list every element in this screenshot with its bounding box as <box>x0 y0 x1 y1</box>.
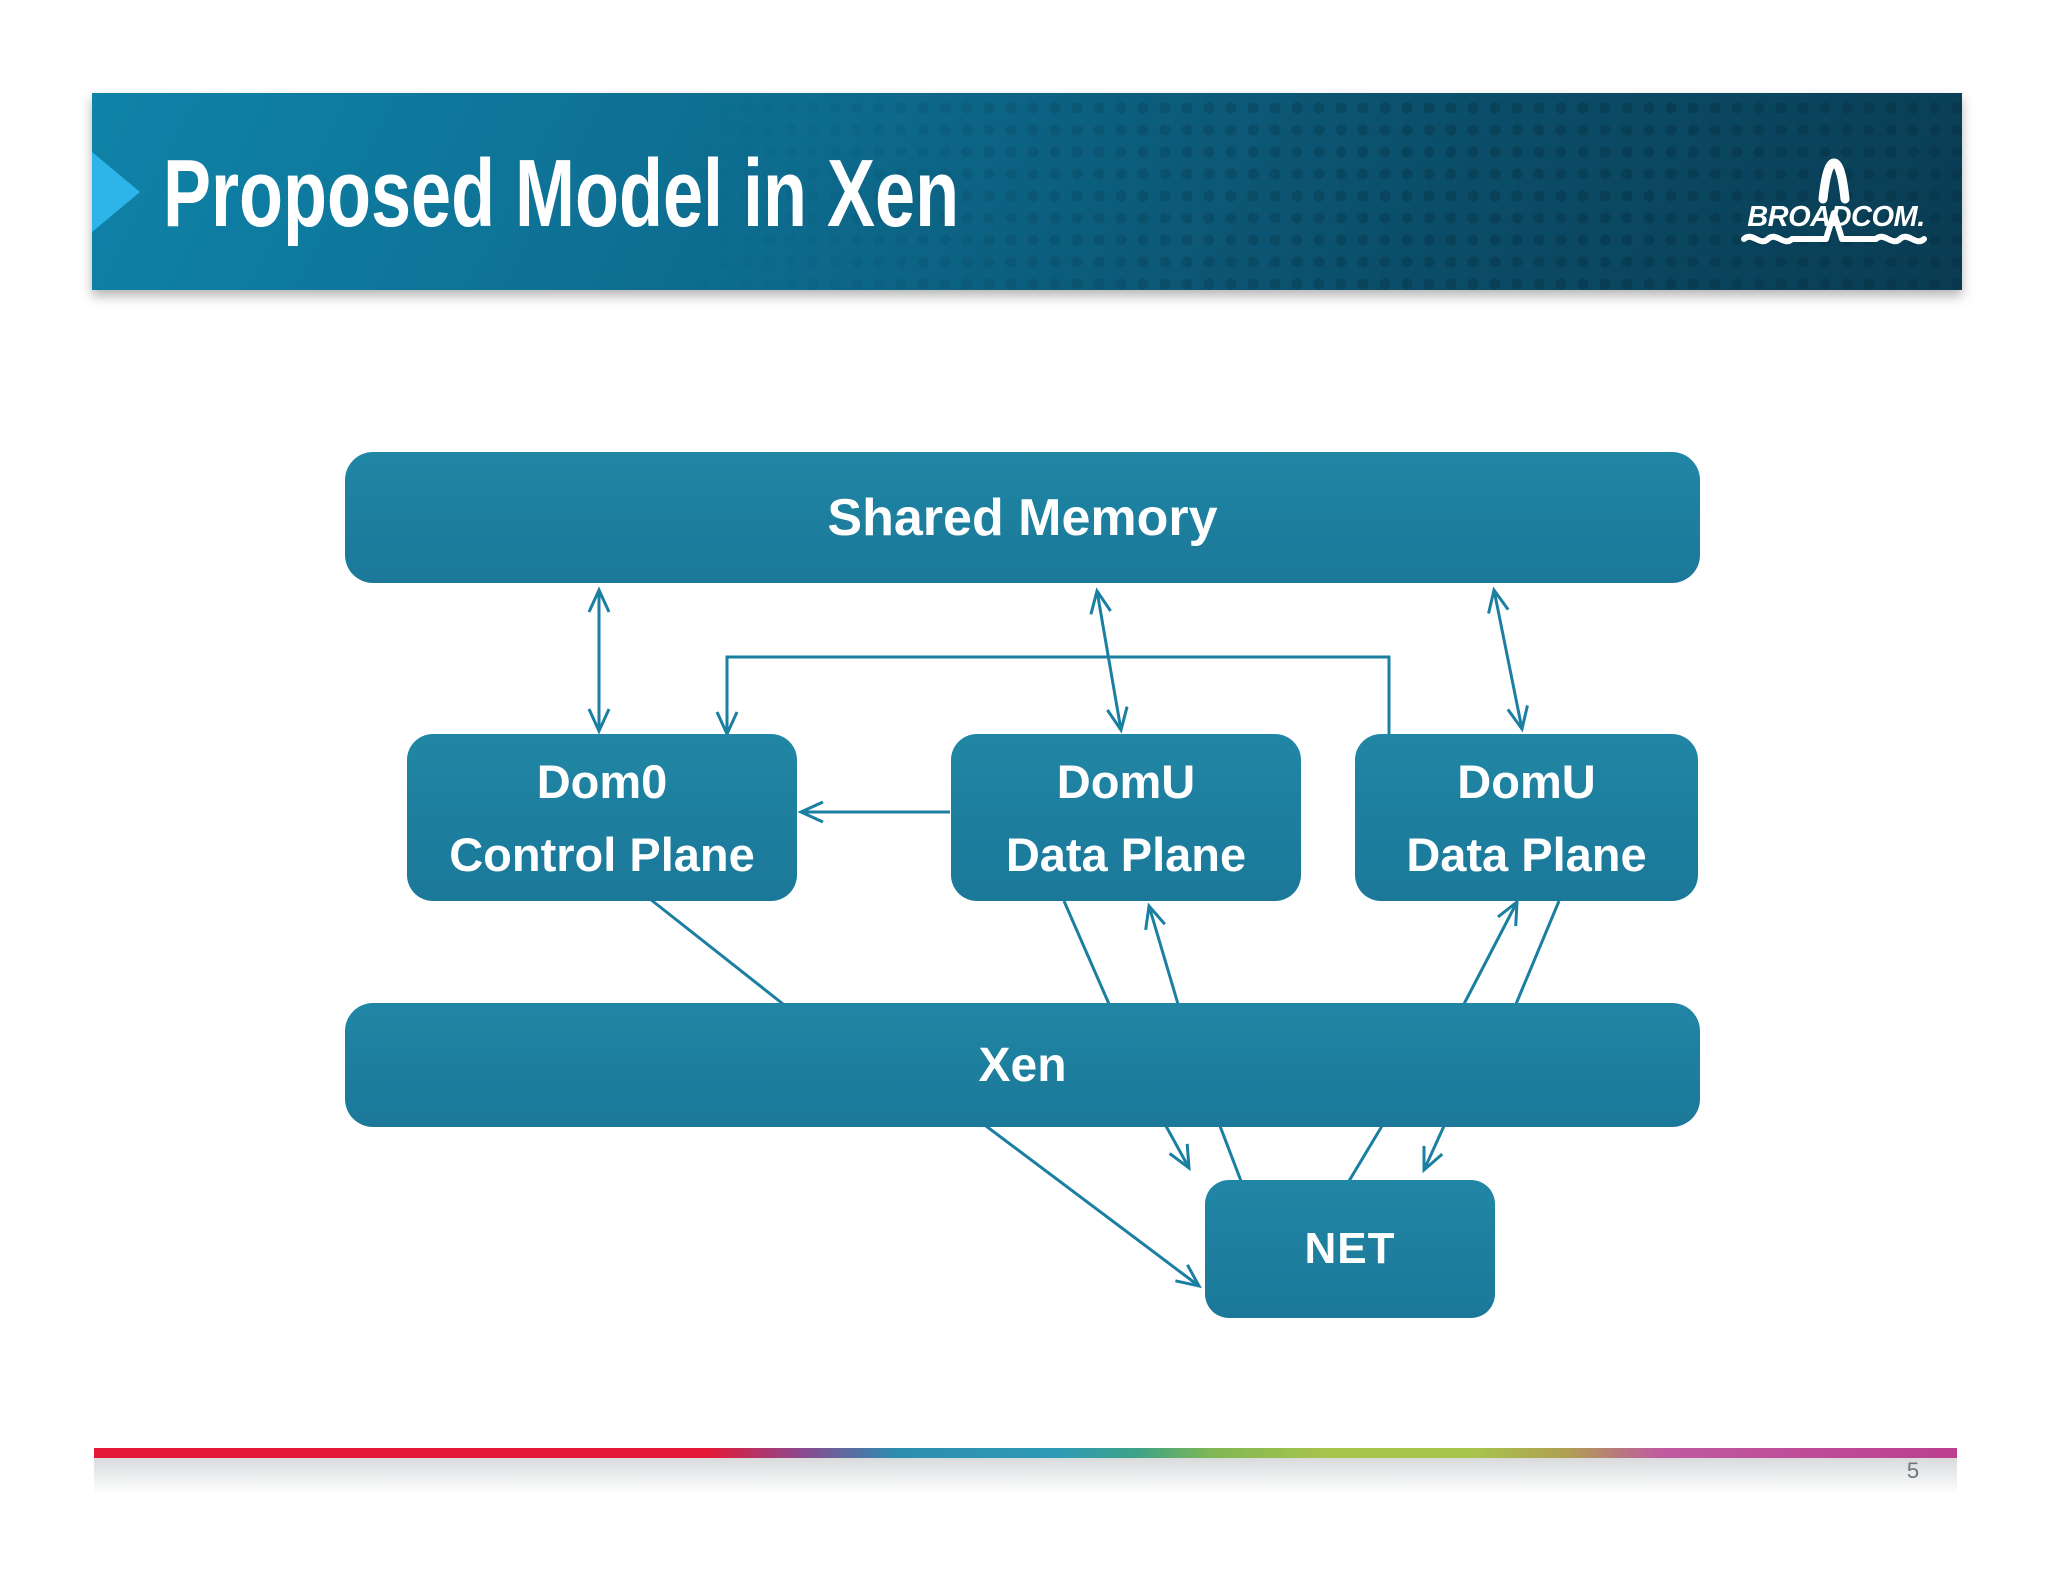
edge-xen-net-d <box>1422 1125 1446 1174</box>
edge-xen-net-long <box>985 1124 1202 1289</box>
node-net: NET <box>1205 1180 1495 1318</box>
edge-sm-domu-left <box>1089 587 1129 734</box>
broadcom-logo: BROADCOM. <box>1736 151 1936 251</box>
node-shared-memory: Shared Memory <box>345 452 1700 583</box>
edge-domu-left-xen-down <box>1062 900 1111 1005</box>
page-title: Proposed Model in Xen <box>163 140 960 247</box>
node-label-line2: Control Plane <box>449 827 755 881</box>
logo-wave-icon <box>1741 210 1927 245</box>
node-label-line2: Data Plane <box>1406 827 1647 881</box>
node-label-line1: DomU <box>1457 754 1596 808</box>
node-label-line1: Dom0 <box>536 754 668 808</box>
node-label-line2: Data Plane <box>1005 827 1247 881</box>
edge-net-xen-c <box>1347 1125 1384 1182</box>
node-label: Xen <box>978 1038 1067 1092</box>
edge-dom0-xen <box>649 897 784 1006</box>
footer-fade <box>94 1458 1957 1500</box>
edge-xen-domu-left-up <box>1144 902 1180 1005</box>
broadcom-logo-icon: BROADCOM. <box>1741 158 1927 245</box>
node-label: Shared Memory <box>827 488 1218 547</box>
edge-domu-right-xen-down <box>1514 900 1561 1005</box>
logo-pulse-icon <box>1818 158 1850 204</box>
node-domu-data-plane-left: DomU Data Plane <box>951 734 1301 901</box>
edge-xen-domu-right-up <box>1462 898 1519 1005</box>
node-dom0-control-plane: Dom0 Control Plane <box>407 734 797 901</box>
node-xen: Xen <box>345 1003 1700 1127</box>
edge-sm-domu-right <box>1487 586 1529 733</box>
page-number: 5 <box>1906 1458 1920 1483</box>
edge-domu-right-dom0-elbow <box>715 655 1391 738</box>
node-label: NET <box>1304 1224 1396 1273</box>
edge-xen-net-b <box>1218 1125 1243 1182</box>
header-bar: Proposed Model in Xen BROADCOM. <box>92 93 1962 290</box>
edge-xen-net-a <box>1164 1125 1191 1172</box>
footer-accent-bar <box>94 1448 1957 1458</box>
node-label-line1: DomU <box>1056 754 1196 808</box>
node-domu-data-plane-right: DomU Data Plane <box>1355 734 1698 901</box>
